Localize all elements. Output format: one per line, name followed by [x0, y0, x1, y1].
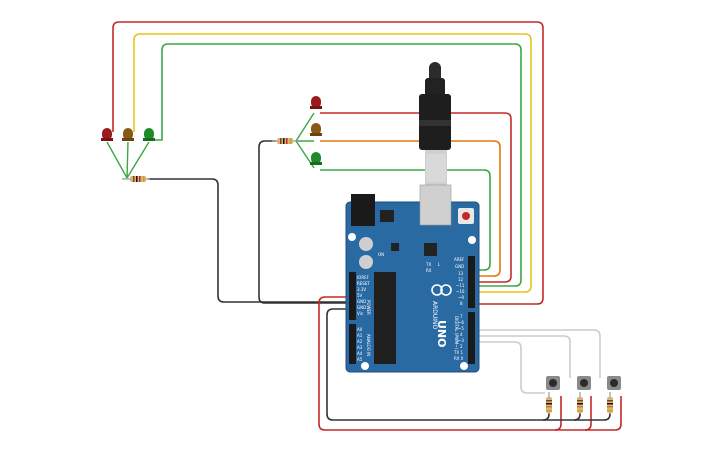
small-chip — [391, 243, 399, 251]
arduino-logo-icon — [431, 284, 452, 296]
resistor-1 — [122, 176, 150, 182]
pin-label: A0 — [357, 327, 363, 332]
dc-jack — [351, 194, 375, 226]
analog-header — [349, 324, 356, 364]
mount-hole — [468, 236, 476, 244]
pin-label: ~10 — [456, 289, 465, 294]
gnd-label: GND — [455, 264, 464, 269]
wire-5v-btn2 — [584, 396, 592, 431]
led-red-2 — [310, 96, 322, 109]
pin-label: 7 — [460, 314, 463, 319]
analog-pin-labels: A0 A1 A2 A3 A4 A5 — [357, 327, 363, 362]
digital-header-high — [468, 256, 475, 308]
led-label: TX — [425, 262, 431, 267]
wire-gnd-btn1 — [542, 412, 550, 421]
wire-5v-buttons — [318, 296, 622, 431]
power-header — [349, 272, 356, 320]
push-button-2[interactable] — [577, 376, 591, 390]
pin-label: ~5 — [458, 326, 464, 331]
pin-label: ~9 — [458, 295, 464, 300]
led-amber-1 — [122, 128, 134, 141]
pin-label: 13 — [458, 271, 464, 276]
pin-label: Vin — [357, 311, 364, 316]
resistor-btn-2 — [577, 392, 583, 414]
push-button-3[interactable] — [607, 376, 621, 390]
digital-pin-labels-low: 7 ~6 ~5 4 ~3 2 TX 1 RX 0 — [453, 314, 464, 361]
voltage-regulator — [380, 210, 394, 222]
led-green-2 — [310, 152, 322, 165]
wire-yellow-light1 — [133, 33, 532, 293]
wire-signal-btn3 — [474, 329, 601, 378]
wire-gnd-light1 — [148, 178, 350, 303]
digital-header-label: DIGITAL (PWM~) — [454, 316, 459, 350]
led-leg — [106, 141, 150, 179]
pin-label: RX 0 — [454, 356, 464, 361]
traffic-light-2 — [272, 96, 322, 169]
wire-red-light1 — [112, 21, 544, 305]
traffic-light-1 — [101, 128, 155, 182]
wire-green-light1 — [155, 43, 522, 287]
pin-label: IOREF — [357, 275, 370, 280]
usb-chip — [424, 243, 437, 256]
pin-label: A3 — [357, 345, 363, 350]
led-label: RX — [426, 268, 432, 273]
digital-pin-labels: 13 12 ~11 ~10 ~9 8 — [456, 271, 465, 306]
digital-header-low — [468, 312, 475, 364]
pin-label: ~11 — [456, 283, 465, 288]
pin-label: ~3 — [458, 338, 464, 343]
wire-gnd-light2 — [258, 140, 350, 304]
usb-port — [419, 184, 452, 226]
resistor-2 — [272, 138, 298, 144]
wire-signal-btn2 — [474, 335, 571, 378]
pin-label: 8 — [460, 301, 463, 306]
usb-plug-icon — [419, 62, 451, 182]
capacitor — [359, 237, 373, 251]
wire-red-light2 — [320, 112, 512, 283]
atmega-chip — [374, 272, 396, 364]
on-label: ON — [378, 252, 384, 257]
mount-hole — [348, 233, 356, 241]
pin-label: GND — [357, 305, 366, 310]
pin-label: 2 — [460, 344, 463, 349]
wire-green-light2 — [320, 169, 491, 271]
led-green-1 — [143, 128, 155, 141]
aref-label: AREF — [454, 257, 465, 262]
board-model: UNO — [435, 320, 448, 348]
resistor-btn-3 — [607, 392, 613, 414]
pin-label: A2 — [357, 339, 363, 344]
board-brand: ARDUINO — [431, 301, 438, 330]
mount-hole — [460, 362, 468, 370]
pin-label: A5 — [357, 357, 363, 362]
capacitor — [359, 255, 373, 269]
wire-gnd-btn2 — [573, 412, 581, 421]
pin-label: A4 — [357, 351, 363, 356]
wire-orange-light2 — [320, 140, 501, 277]
pin-label: 12 — [458, 277, 464, 282]
push-button-1[interactable] — [546, 376, 560, 390]
status-led-labels: TX RX L — [425, 262, 441, 273]
pin-label: ~6 — [458, 320, 464, 325]
pin-label: A1 — [357, 333, 363, 338]
reset-button-icon[interactable] — [458, 208, 474, 224]
pin-label: RESET — [357, 281, 370, 286]
pin-label: TX 1 — [453, 350, 463, 355]
led-red-1 — [101, 128, 113, 141]
pin-label: 4 — [460, 332, 463, 337]
power-pin-labels: IOREF RESET 3.3V 5V GND GND Vin — [357, 275, 370, 316]
pin-label: 5V — [357, 293, 363, 298]
arduino-uno-board: ARDUINO UNO DIGITAL (PWM~) POWER ANALOG … — [345, 184, 480, 373]
push-buttons — [546, 376, 621, 414]
led-amber-2 — [310, 123, 322, 136]
analog-header-label: ANALOG IN — [366, 334, 371, 356]
resistor-btn-1 — [546, 392, 552, 414]
wire-5v-btn1 — [554, 396, 562, 431]
led-label: L — [438, 262, 441, 267]
wire-signal-btn1 — [474, 341, 545, 394]
power-header-label: POWER — [366, 300, 371, 315]
wire-gnd-buttons — [326, 308, 611, 421]
mount-hole — [361, 362, 369, 370]
pin-label: 3.3V — [357, 287, 366, 292]
pin-label: GND — [357, 299, 366, 304]
